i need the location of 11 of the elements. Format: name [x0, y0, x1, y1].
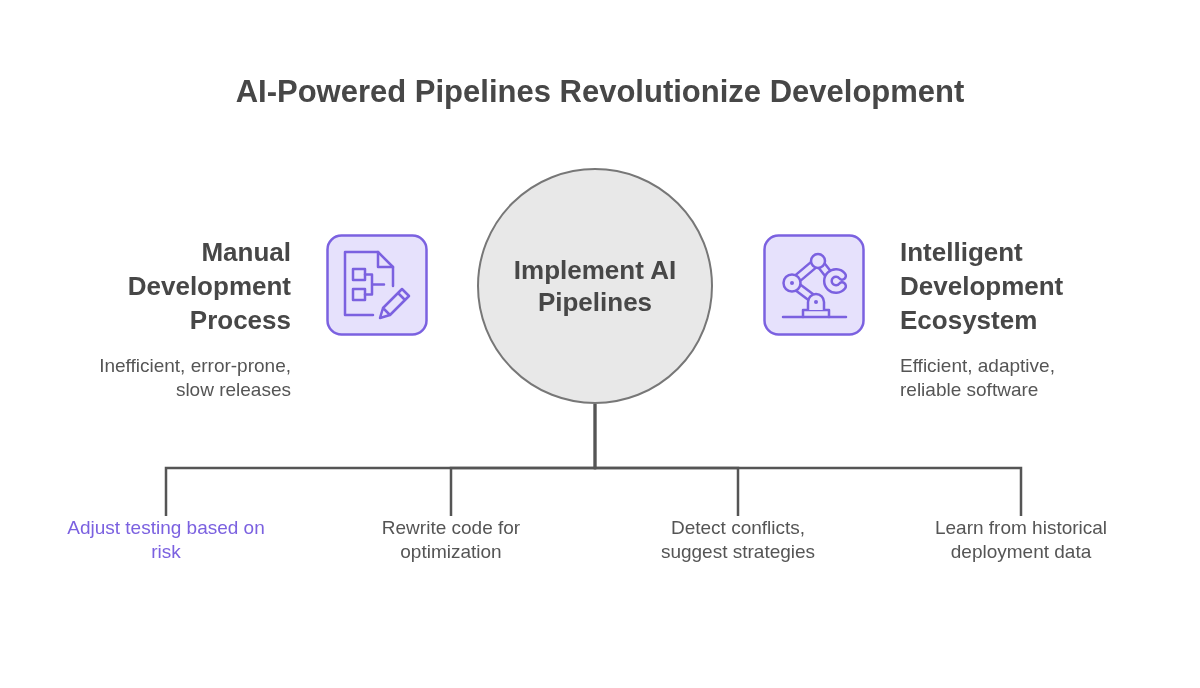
stage-description: Inefficient, error-prone, slow releases	[98, 354, 291, 402]
branch-label: Adjust testing based on risk	[50, 516, 282, 564]
branch-label: Learn from historical deployment data	[916, 516, 1126, 564]
stage-heading: Manual Development Process	[126, 236, 291, 337]
stage-description: Efficient, adaptive, reliable software	[900, 354, 1056, 402]
stage-heading: Intelligent Development Ecosystem	[900, 236, 1065, 337]
connector-line	[593, 404, 1023, 516]
circle-label: Implement AI Pipelines	[512, 254, 678, 318]
diagram-title: AI-Powered Pipelines Revolutionize Development	[235, 73, 965, 111]
branch-label: Detect conflicts, suggest strategies	[640, 516, 836, 564]
branch-label: Rewrite code for optimization	[356, 516, 546, 564]
